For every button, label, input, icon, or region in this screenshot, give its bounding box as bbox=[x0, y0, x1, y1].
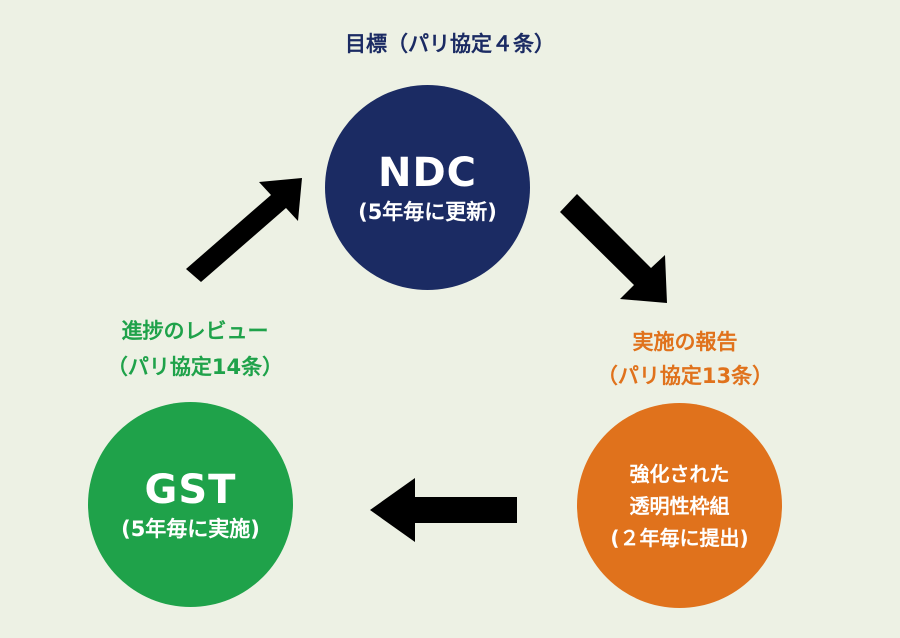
reporting-label-line1: 実施の報告 bbox=[632, 330, 738, 354]
arrow-to-etf-icon bbox=[560, 194, 667, 303]
review-label-line2: （パリ協定14条） bbox=[106, 355, 284, 379]
ndc-circle: NDC (5年毎に更新) bbox=[325, 85, 530, 290]
review-label-line1: 進捗のレビュー bbox=[121, 319, 269, 343]
gst-title: GST bbox=[144, 466, 237, 513]
etf-line2: 透明性枠組 bbox=[629, 493, 730, 518]
gst-circle: GST (5年毎に実施) bbox=[88, 402, 293, 607]
arrow-to-ndc-icon bbox=[186, 178, 302, 282]
arrow-to-gst-icon bbox=[370, 478, 517, 542]
reporting-label-line2: （パリ協定13条） bbox=[596, 364, 774, 388]
etf-line1: 強化された bbox=[629, 461, 730, 486]
review-label: 進捗のレビュー （パリ協定14条） bbox=[65, 313, 325, 385]
goal-label: 目標（パリ協定４条） bbox=[345, 32, 555, 56]
ndc-title: NDC bbox=[377, 149, 478, 196]
ndc-subtitle: (5年毎に更新) bbox=[358, 199, 497, 224]
etf-circle: 強化された 透明性枠組 (２年毎に提出) bbox=[577, 403, 782, 608]
gst-subtitle: (5年毎に実施) bbox=[121, 516, 260, 541]
reporting-label: 実施の報告 （パリ協定13条） bbox=[560, 325, 810, 393]
etf-line3: (２年毎に提出) bbox=[610, 525, 749, 550]
